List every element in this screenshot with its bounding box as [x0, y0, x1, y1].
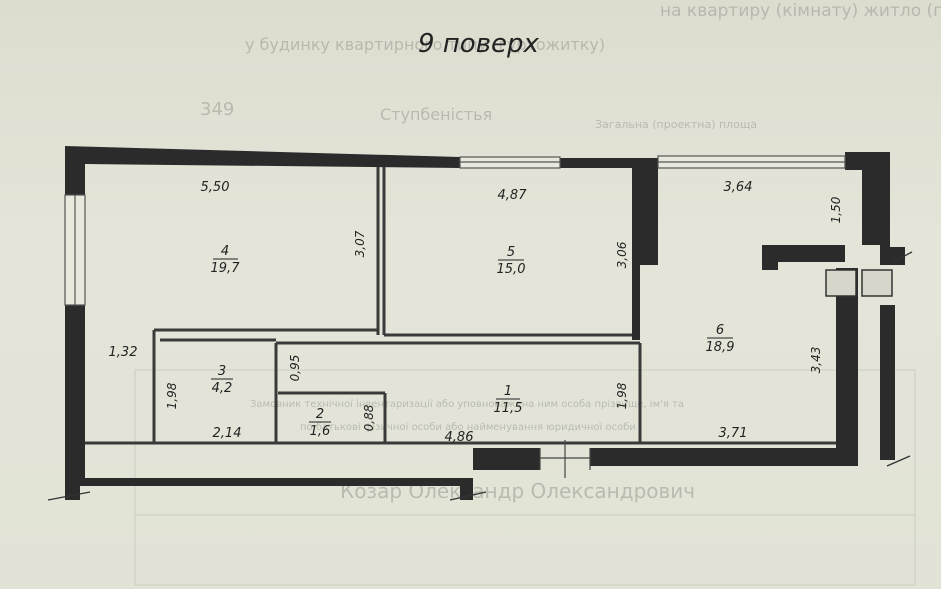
room-2-number: 2: [316, 407, 324, 422]
ghost-area-value: Ступбеністья: [380, 105, 492, 124]
dimension-labels: 5,50 4,87 3,64 1,32 2,14 4,86 3,71 1,50 …: [109, 180, 843, 445]
room-5-number: 5: [507, 245, 515, 260]
break-mark-3: [892, 251, 913, 263]
room-labels: 4 19,7 5 15,0 6 18,9 3 4,2 2 1,6 1 11,5: [211, 244, 735, 439]
ghost-area-label: Загальна (проектна) площа: [595, 118, 757, 131]
wall-top-left: [65, 146, 460, 195]
room-3-number: 3: [218, 364, 226, 379]
entrance-door: [539, 440, 591, 478]
dim-3-06: 3,06: [615, 241, 629, 268]
wall-right-ledge: [762, 245, 845, 270]
room5-right-wall: [632, 168, 658, 340]
wall-top-middle: [560, 158, 658, 168]
ghost-form-box: [134, 369, 916, 586]
wall-room5-right-inner: [632, 168, 640, 340]
room-4-number: 4: [221, 244, 229, 259]
room-2-area: 1,6: [310, 424, 331, 439]
wall-bottom-doorjamb: [473, 448, 540, 470]
dim-3-07: 3,07: [353, 230, 367, 257]
vent-shaft-2: [861, 269, 893, 297]
windows: [64, 155, 846, 306]
break-mark-4: [886, 455, 911, 467]
room-3-area: 4,2: [212, 381, 233, 396]
room-4-area: 19,7: [211, 261, 241, 276]
break-marks: [47, 251, 913, 501]
wall-right-inner: [836, 268, 858, 448]
room-1-area: 11,5: [494, 401, 523, 416]
wall-room5-right: [638, 168, 658, 265]
dim-1-50: 1,50: [829, 196, 843, 223]
dim-0-88: 0,88: [362, 404, 376, 431]
dim-0-95: 0,95: [288, 355, 302, 382]
dim-2-14: 2,14: [213, 426, 242, 441]
room-6-area: 18,9: [706, 340, 735, 355]
dim-1-32: 1,32: [109, 345, 138, 360]
dim-4-86: 4,86: [445, 430, 474, 445]
ghost-line-1: на квартиру (кімнату) житло (пасування) …: [660, 1, 941, 21]
wall-left-lower: [65, 305, 85, 440]
wall-right-lower: [880, 305, 895, 460]
ghost-bottom-line-1: Замовник технічної інвентаризації або уп…: [250, 398, 684, 410]
floor-title: 9 поверх: [418, 29, 540, 59]
vent-shaft-1: [825, 269, 857, 297]
room-1-number: 1: [504, 384, 512, 399]
wall-right-upper: [845, 152, 905, 265]
interior-walls: [85, 167, 836, 445]
wall-bottom-right: [590, 448, 858, 466]
break-mark-1: [47, 491, 91, 501]
dim-3-71: 3,71: [719, 426, 748, 441]
ghost-text: на квартиру (кімнату) житло (пасування) …: [134, 1, 941, 586]
dim-1-98-left: 1,98: [165, 382, 179, 409]
break-mark-2: [449, 491, 487, 501]
exterior-walls: [65, 146, 905, 500]
room-5-area: 15,0: [497, 262, 526, 277]
vent-shafts: [825, 269, 893, 297]
dim-3-64: 3,64: [724, 180, 753, 195]
dim-1-98-right: 1,98: [615, 382, 629, 409]
ghost-line-2: у будинку квартирного типу (гуртожитку): [245, 35, 605, 54]
room-6-number: 6: [716, 323, 724, 338]
ghost-area-number: 349: [200, 99, 234, 120]
wall-bottom-left: [65, 440, 473, 500]
dim-4-87: 4,87: [498, 188, 528, 203]
dim-3-43: 3,43: [809, 347, 823, 374]
dim-5-50: 5,50: [201, 180, 230, 195]
